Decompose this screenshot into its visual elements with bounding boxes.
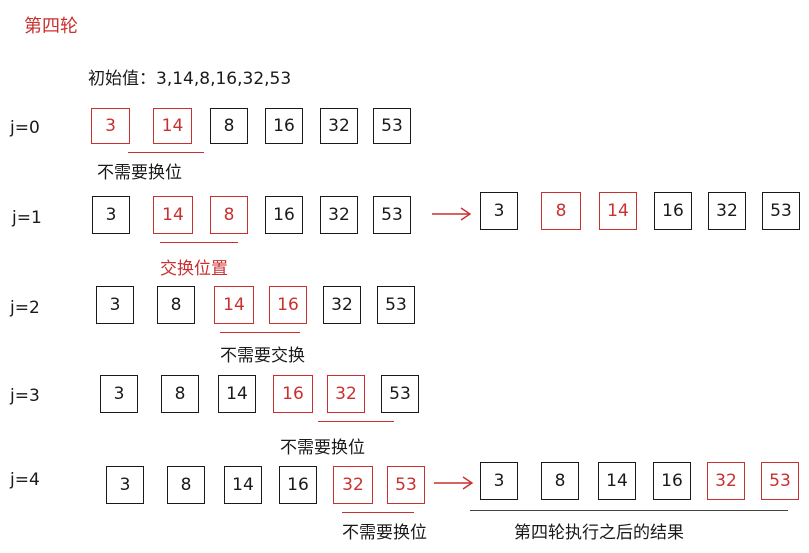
row-label: j=4 xyxy=(10,470,40,490)
array-cell: 32 xyxy=(323,286,361,324)
result-cell: 16 xyxy=(654,192,692,230)
array-cell: 53 xyxy=(373,196,411,234)
result-cell: 3 xyxy=(480,192,518,230)
array-cell: 14 xyxy=(224,466,262,504)
array-cell: 8 xyxy=(161,375,199,413)
array-cell: 32 xyxy=(320,196,358,234)
array-cell: 53 xyxy=(381,375,419,413)
array-cell: 53 xyxy=(387,466,425,504)
step-note: 不需要换位 xyxy=(342,523,427,543)
compare-underline xyxy=(318,421,394,422)
step-note: 不需要换位 xyxy=(280,438,365,458)
array-cell: 14 xyxy=(214,286,254,324)
result-cell: 32 xyxy=(707,462,745,500)
compare-underline xyxy=(342,512,414,513)
array-cell: 14 xyxy=(153,196,193,234)
result-cell: 16 xyxy=(653,462,691,500)
array-cell: 53 xyxy=(377,286,415,324)
array-cell: 3 xyxy=(92,196,130,234)
array-cell: 8 xyxy=(210,108,248,144)
final-result-underline xyxy=(470,510,788,511)
result-cell: 8 xyxy=(541,462,579,500)
array-cell: 32 xyxy=(320,108,358,144)
array-cell: 3 xyxy=(91,108,130,144)
result-cell: 32 xyxy=(708,192,746,230)
row-label: j=1 xyxy=(12,208,42,228)
array-cell: 16 xyxy=(265,196,303,234)
array-cell: 53 xyxy=(373,108,411,144)
array-cell: 16 xyxy=(273,375,313,413)
final-caption: 第四轮执行之后的结果 xyxy=(514,523,684,543)
initial-values: 初始值：3,14,8,16,32,53 xyxy=(88,69,292,89)
array-cell: 3 xyxy=(106,466,144,504)
row-label: j=0 xyxy=(10,118,40,138)
compare-underline xyxy=(160,242,238,243)
result-cell: 53 xyxy=(761,462,799,500)
array-cell: 16 xyxy=(279,466,317,504)
array-cell: 3 xyxy=(100,375,138,413)
arrow-right-icon xyxy=(434,476,474,490)
array-cell: 16 xyxy=(269,286,307,324)
arrow-right-icon xyxy=(432,207,472,221)
step-note: 不需要换位 xyxy=(97,163,182,183)
array-cell: 14 xyxy=(153,108,192,144)
step-note: 不需要交换 xyxy=(220,346,305,366)
array-cell: 16 xyxy=(265,108,303,144)
array-cell: 3 xyxy=(96,286,134,324)
array-cell: 8 xyxy=(210,196,248,234)
row-label: j=2 xyxy=(10,298,40,318)
result-cell: 3 xyxy=(480,462,518,500)
result-cell: 14 xyxy=(598,462,636,500)
result-cell: 14 xyxy=(599,192,637,230)
compare-underline xyxy=(128,152,204,153)
result-cell: 53 xyxy=(762,192,800,230)
array-cell: 32 xyxy=(333,466,373,504)
array-cell: 14 xyxy=(218,375,256,413)
array-cell: 8 xyxy=(167,466,205,504)
row-label: j=3 xyxy=(10,386,40,406)
array-cell: 8 xyxy=(157,286,195,324)
step-note: 交换位置 xyxy=(160,259,228,279)
array-cell: 32 xyxy=(327,375,365,413)
result-cell: 8 xyxy=(541,192,581,230)
compare-underline xyxy=(220,332,300,333)
round-title: 第四轮 xyxy=(24,16,78,37)
